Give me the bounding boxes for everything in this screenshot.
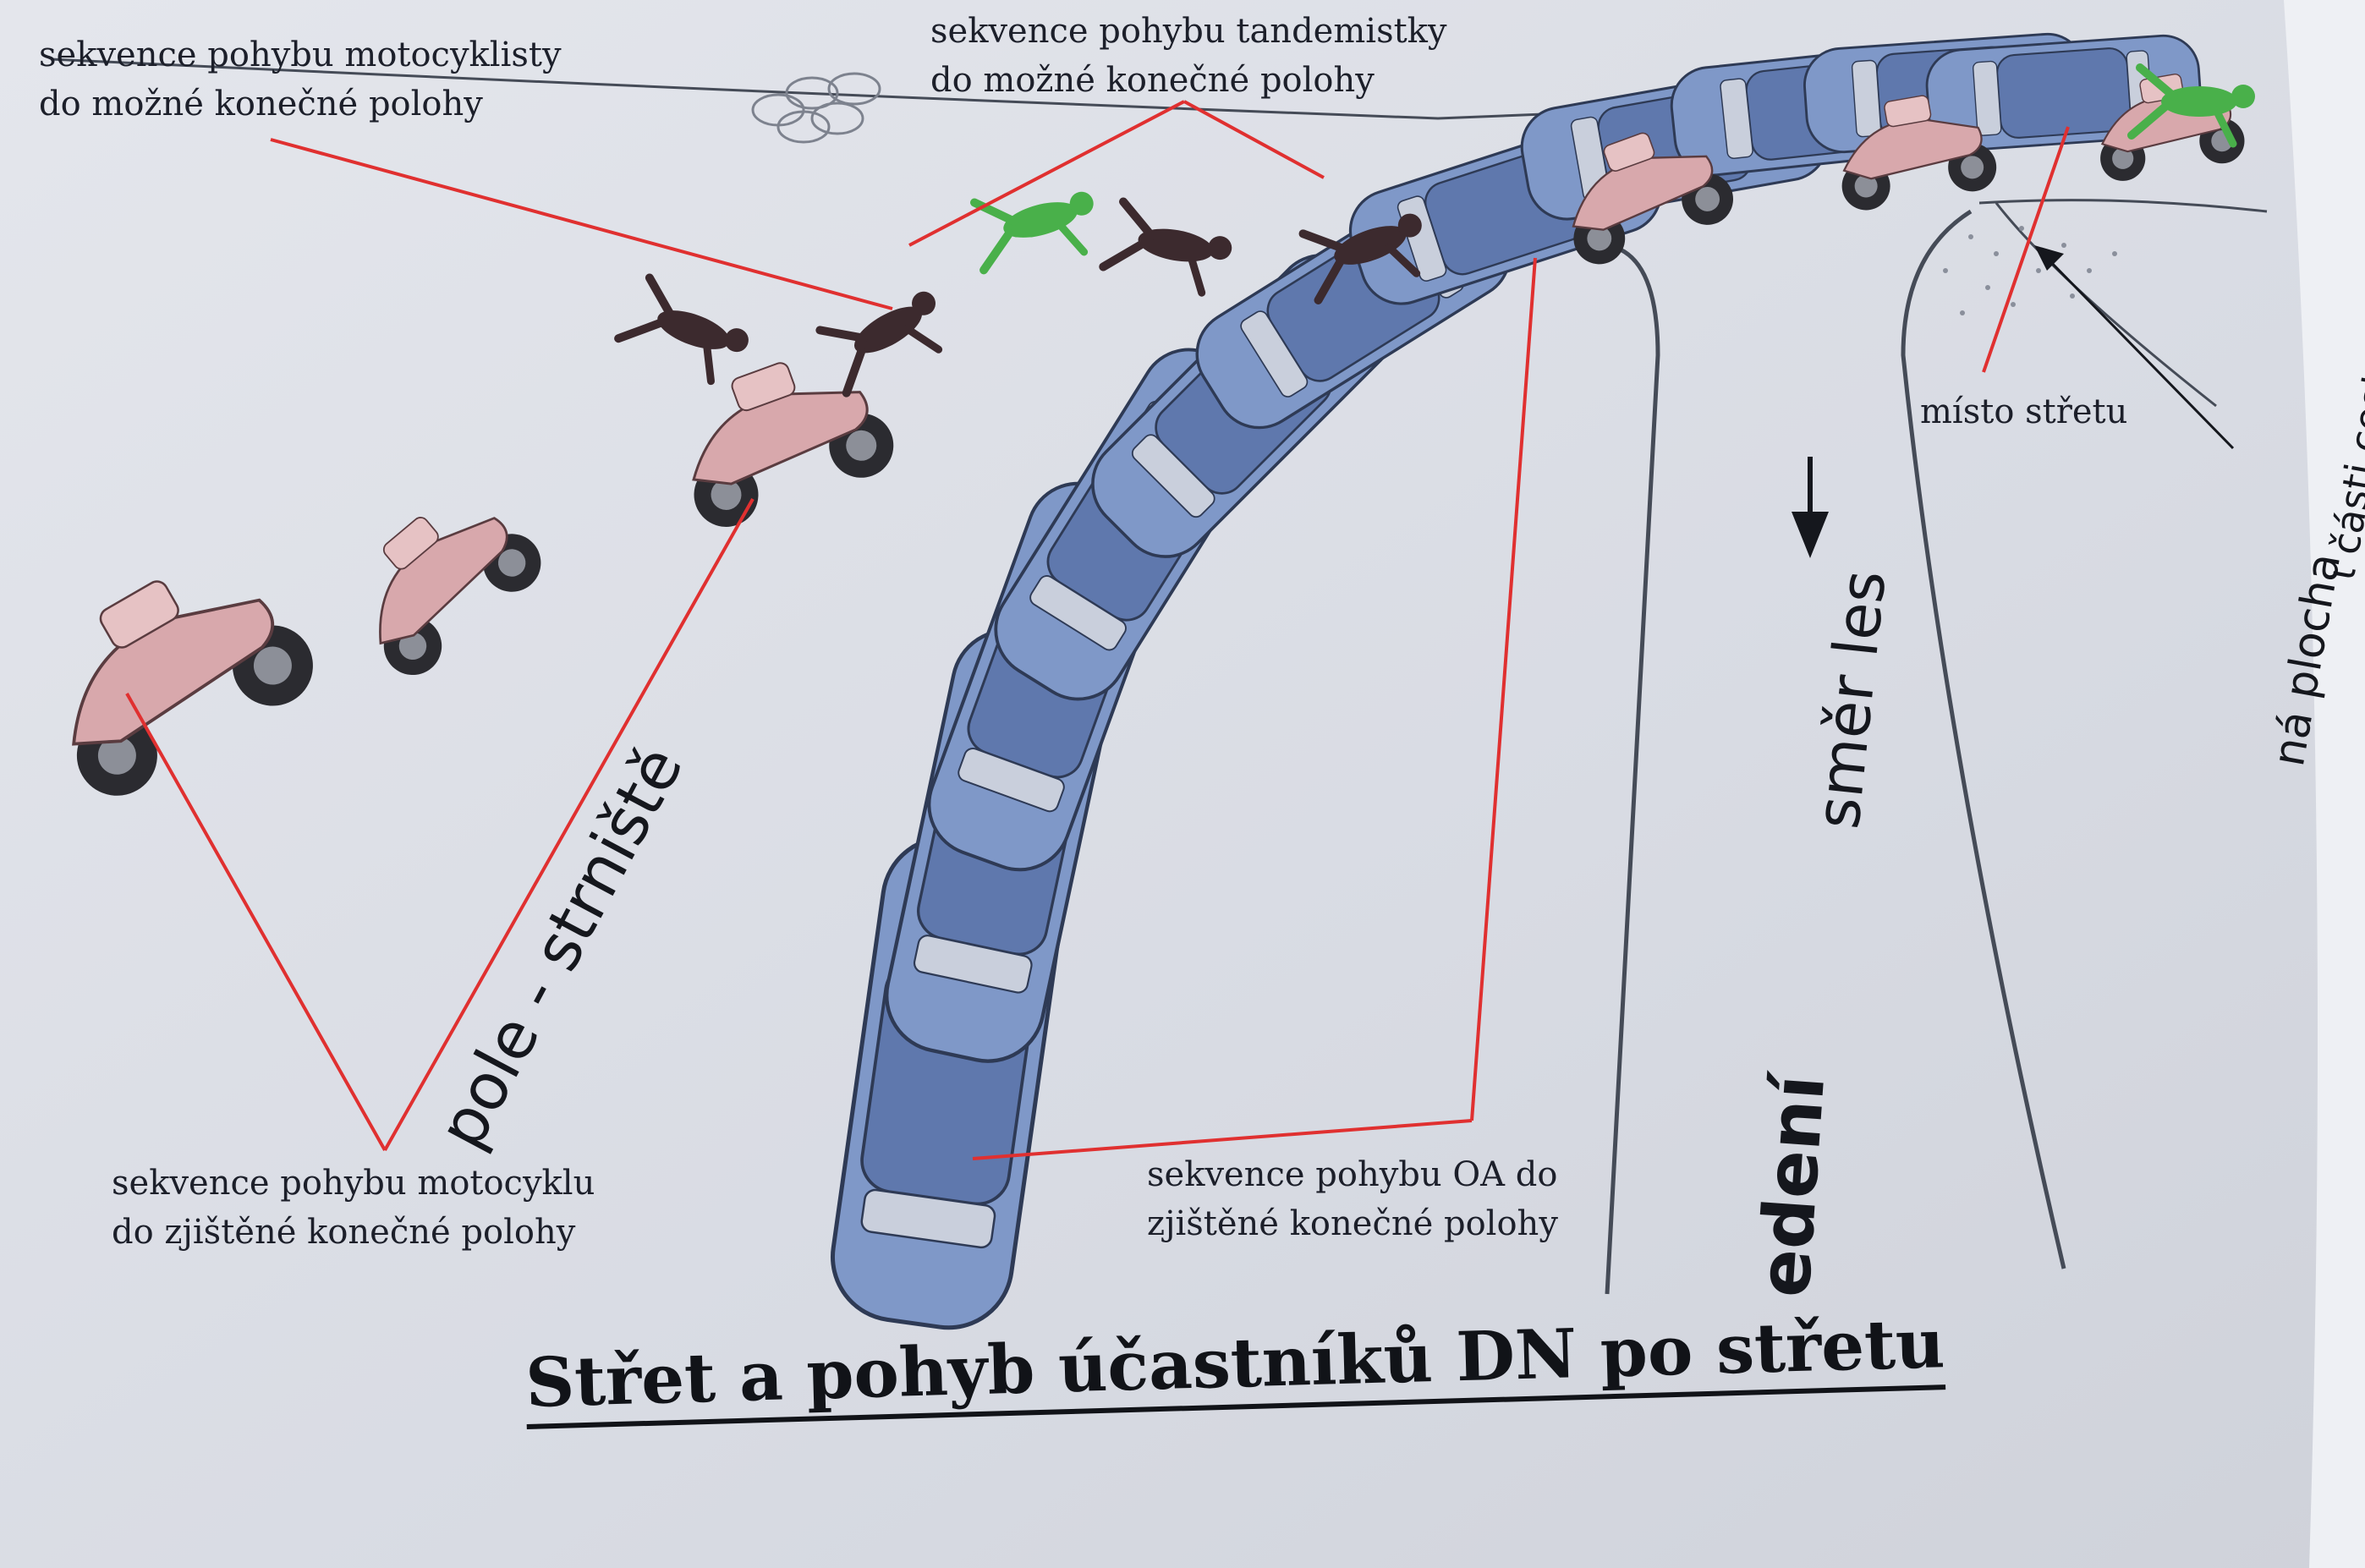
road-name-fragment: edení	[1742, 1072, 1841, 1300]
collision-area-texture	[1943, 226, 2117, 315]
leader-line	[270, 138, 893, 310]
leader-line	[383, 498, 754, 1151]
label-passenger-sequence: sekvence pohybu tandemistky do možné kon…	[930, 7, 1447, 105]
page-edge	[2284, 0, 2365, 1568]
outer-road-edge	[1901, 209, 2066, 1269]
label-motorcycle-line-1: sekvence pohybu motocyklu	[112, 1164, 595, 1203]
figure-silhouette	[2127, 63, 2255, 148]
collision-pointer	[2045, 256, 2235, 450]
leader-line	[1470, 257, 1537, 1121]
motorcycle-outline	[379, 517, 541, 676]
label-motorcyclist-line-2: do možné konečné polohy	[39, 85, 483, 123]
leader-line	[908, 100, 1185, 247]
direction-arrow	[1792, 457, 1829, 558]
label-passenger-line-2: do možné konečné polohy	[930, 61, 1375, 100]
top-road-edge	[50, 58, 1862, 120]
motorcycle-outline	[72, 580, 313, 796]
figure-silhouette	[815, 291, 943, 397]
motorcycle-sequence	[72, 73, 2245, 796]
leader-line	[125, 693, 387, 1151]
label-car-sequence: sekvence pohybu OA do zjištěné konečné p…	[1147, 1150, 1558, 1248]
motorcycle-outline	[1572, 132, 1734, 265]
figure-silhouette	[970, 191, 1094, 275]
collision-pointer-head	[2034, 245, 2064, 271]
upper-right-road-edge	[1978, 199, 2268, 213]
motorcycle-outline	[692, 362, 894, 527]
leader-line	[1982, 126, 2070, 373]
label-motorcycle-sequence: sekvence pohybu motocyklu do zjištěné ko…	[112, 1159, 595, 1257]
label-car-line-2: zjištěné konečné polohy	[1147, 1204, 1558, 1243]
motorcycle-outline	[1841, 95, 1997, 211]
label-collision-point: místo střetu	[1920, 392, 2128, 431]
label-motorcyclist-line-1: sekvence pohybu motocyklisty	[39, 36, 562, 74]
label-car-line-1: sekvence pohybu OA do	[1147, 1155, 1558, 1194]
leader-line	[1183, 100, 1325, 179]
leader-lines	[125, 100, 2235, 1160]
figure-silhouette	[1298, 213, 1422, 304]
flower-symbol	[751, 72, 881, 144]
label-passenger-line-1: sekvence pohybu tandemistky	[930, 12, 1447, 51]
label-motorcyclist-sequence: sekvence pohybu motocyklisty do možné ko…	[39, 30, 562, 129]
person-sequence	[614, 63, 2255, 397]
label-motorcycle-line-2: do zjištěné konečné polohy	[112, 1213, 576, 1252]
leader-line	[972, 1119, 1473, 1160]
figure-silhouette	[614, 273, 749, 386]
figure-silhouette	[1099, 197, 1232, 297]
